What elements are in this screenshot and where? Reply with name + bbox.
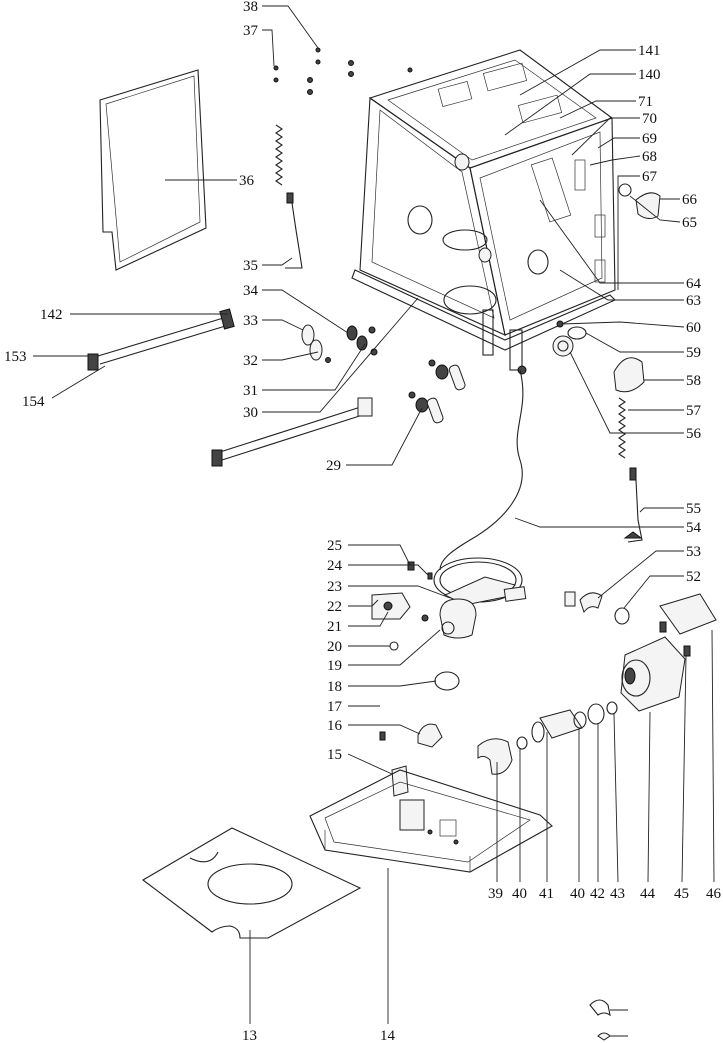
callout-42: 42 <box>590 886 605 902</box>
callout-44: 44 <box>640 886 656 902</box>
door-spring-right <box>618 397 643 543</box>
callout-63: 65 <box>682 215 697 231</box>
callout-66: 68 <box>642 149 657 165</box>
callout-55: 57 <box>686 403 702 419</box>
insulation-pad-13 <box>142 827 362 939</box>
callout-65: 67 <box>642 169 658 185</box>
callout-24: 24 <box>327 558 343 574</box>
cable-52 <box>439 369 524 571</box>
callout-15: 15 <box>327 747 342 763</box>
callout-20: 20 <box>327 639 342 655</box>
callout-64: 66 <box>682 192 698 208</box>
callout-54: 56 <box>686 426 702 442</box>
callout-23: 23 <box>327 579 342 595</box>
callout-70: 140 <box>638 67 661 83</box>
callout-58: 60 <box>686 320 701 336</box>
callout-69: 71 <box>638 94 653 110</box>
callout-45: 45 <box>674 886 689 902</box>
float-switch-16 <box>379 723 443 748</box>
callout-16: 16 <box>327 718 343 734</box>
seal-ring-50 <box>614 607 630 625</box>
callout-18: 18 <box>327 679 342 695</box>
callout-53: 55 <box>686 501 701 517</box>
callout-51: 53 <box>686 544 701 560</box>
callout-59: 63 <box>686 293 701 309</box>
callout-40b: 40 <box>570 886 585 902</box>
callout-33: 33 <box>243 313 258 329</box>
callout-29: 29 <box>326 458 341 474</box>
callout-142: 154 <box>22 394 45 410</box>
hinge-wheels-left <box>301 324 378 363</box>
callout-43: 43 <box>610 886 625 902</box>
detergent-dispenser-part <box>618 183 661 220</box>
callout-141: 153 <box>4 349 27 365</box>
leader-lines <box>33 5 715 1037</box>
circulation-motor-44 <box>620 636 686 712</box>
small-part-20 <box>389 641 399 651</box>
callout-21: 21 <box>327 619 342 635</box>
callout-36: 36 <box>239 173 255 189</box>
door-spring-left <box>275 124 303 269</box>
elbow-hose-39 <box>477 738 513 775</box>
seal-ring-18 <box>434 671 460 691</box>
callout-38: 38 <box>243 0 258 15</box>
clip-153 <box>589 999 611 1017</box>
door-rail-top <box>87 308 235 371</box>
callout-41: 41 <box>539 886 554 902</box>
callout-19: 19 <box>327 658 342 674</box>
side-panel-part <box>99 69 207 271</box>
hinge-wheels-center <box>408 359 466 424</box>
callout-40a: 40 <box>512 886 527 902</box>
dishwasher-tub-frame <box>351 49 616 375</box>
callout-67: 69 <box>642 131 657 147</box>
drain-pump-21 <box>371 592 429 622</box>
callout-68: 70 <box>642 111 657 127</box>
callout-34: 34 <box>243 283 259 299</box>
callout-52: 54 <box>686 520 702 536</box>
base-tray-14 <box>309 769 553 873</box>
callout-14: 14 <box>380 1028 396 1043</box>
callout-46: 46 <box>706 886 722 902</box>
callout-71: 141 <box>638 43 661 59</box>
valve-part-54 <box>552 335 574 357</box>
callout-22: 22 <box>327 599 342 615</box>
callout-39: 39 <box>488 886 503 902</box>
callout-31: 31 <box>243 383 258 399</box>
cap-part-56 <box>613 357 645 393</box>
callout-35: 35 <box>243 258 258 274</box>
callout-25: 25 <box>327 538 342 554</box>
clip-154 <box>597 1032 611 1041</box>
heater-assembly-41 <box>516 701 618 750</box>
callout-17: 17 <box>327 699 343 715</box>
callout-37: 37 <box>243 23 259 39</box>
door-rail-bottom <box>211 397 373 467</box>
motor-bracket-46 <box>659 593 717 657</box>
callout-labels: 38 37 36 35 34 33 32 31 30 29 142 153 15… <box>4 0 722 1043</box>
callout-56: 58 <box>686 373 701 389</box>
callout-50: 52 <box>686 569 701 585</box>
sump-assembly <box>407 557 527 639</box>
callout-30: 30 <box>243 405 258 421</box>
elbow-hose-51 <box>564 591 603 614</box>
float-15 <box>391 765 409 797</box>
callout-13: 13 <box>242 1028 257 1043</box>
callout-57: 59 <box>686 345 701 361</box>
callout-140: 142 <box>40 307 63 323</box>
callout-60: 64 <box>686 276 702 292</box>
fastener-group-top <box>273 47 413 95</box>
callout-32: 32 <box>243 353 258 369</box>
